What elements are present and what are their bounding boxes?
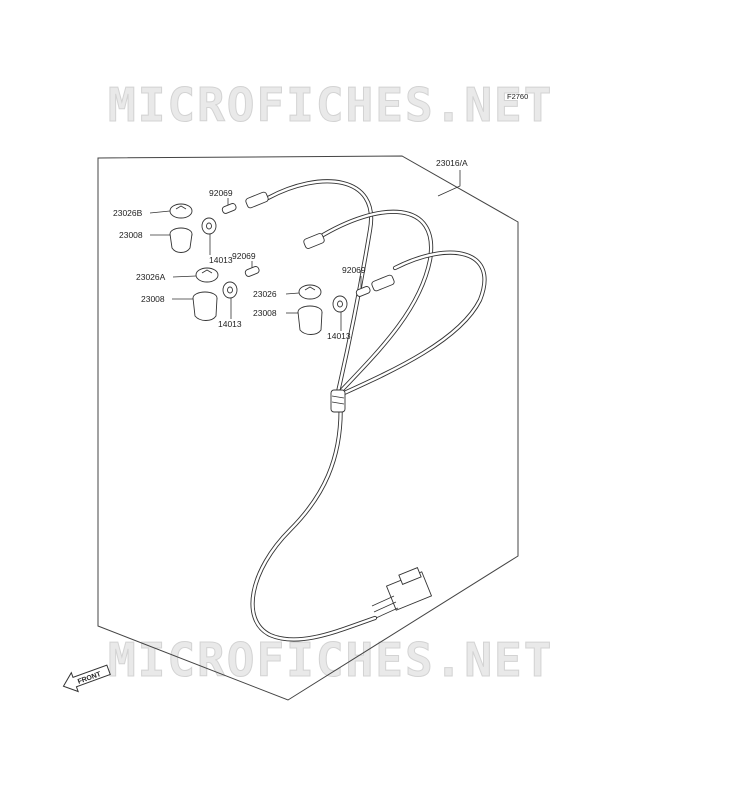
leader-harness: [437, 170, 461, 197]
label-bulb-2: 92069: [232, 251, 256, 261]
label-socket-1: 23008: [119, 230, 143, 240]
washer-1: [201, 217, 217, 235]
watermark-bottom: MICROFICHES.NET: [108, 633, 553, 687]
label-cap-b: 23026B: [113, 208, 143, 218]
socket-1: [169, 227, 193, 253]
label-cap-plain: 23026: [253, 289, 277, 299]
washer-2: [222, 281, 238, 299]
label-harness: 23016/A: [436, 158, 468, 168]
label-washer-2: 14013: [218, 319, 242, 329]
watermark-top: MICROFICHES.NET: [108, 78, 553, 132]
wiring-harness: [245, 179, 487, 642]
washer-3: [332, 295, 348, 313]
cap-plain: [298, 284, 322, 300]
label-socket-2: 23008: [141, 294, 165, 304]
harness-connector: [371, 567, 433, 619]
socket-3: [297, 305, 323, 335]
label-washer-1: 14013: [209, 255, 233, 265]
label-washer-3: 14013: [327, 331, 351, 341]
cap-a: [195, 267, 219, 283]
figure-code: F2760: [507, 92, 528, 101]
label-bulb-3: 92069: [342, 265, 366, 275]
front-arrow-icon: FRONT: [62, 664, 111, 693]
bulb-2: [244, 266, 260, 277]
diagram-border: [97, 155, 519, 701]
label-cap-a: 23026A: [136, 272, 166, 282]
bulb-1: [221, 203, 237, 214]
socket-2: [192, 291, 218, 321]
cap-b: [169, 203, 193, 219]
label-bulb-1: 92069: [209, 188, 233, 198]
bulb-3: [355, 286, 371, 297]
label-socket-3: 23008: [253, 308, 277, 318]
